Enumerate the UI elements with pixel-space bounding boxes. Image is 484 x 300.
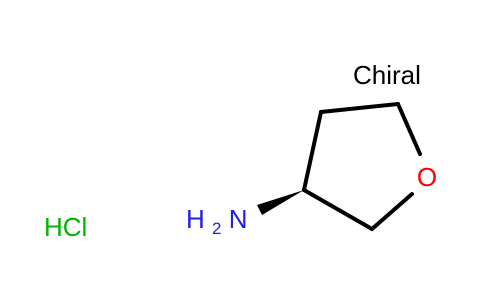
amine-group: H 2 N <box>186 204 248 240</box>
bond-c2-c3 <box>302 188 374 231</box>
wedge-bond <box>257 190 304 215</box>
amine-nitrogen: N <box>229 204 248 234</box>
amine-subscript: 2 <box>212 219 221 238</box>
bond-c5-o <box>396 102 422 156</box>
bond-o-c2 <box>370 192 414 231</box>
ring-bonds <box>302 102 422 231</box>
amine-hydrogen: H <box>186 204 205 234</box>
bond-c3-c4 <box>302 110 323 192</box>
oxygen-atom: O <box>417 162 437 192</box>
bond-c4-c5 <box>319 102 400 114</box>
salt-label: HCl <box>44 212 87 242</box>
chirality-label: Chiral <box>353 60 421 90</box>
